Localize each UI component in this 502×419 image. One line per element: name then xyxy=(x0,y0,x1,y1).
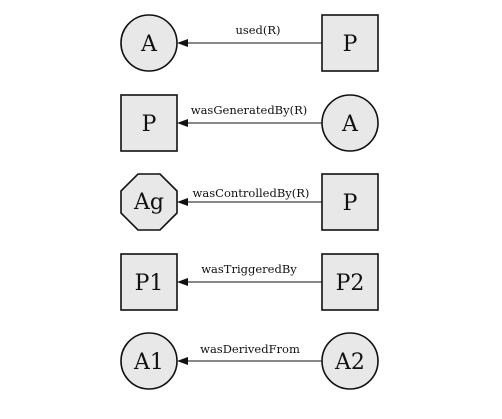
was-derived-from-edge-label: wasDerivedFrom xyxy=(200,342,300,356)
process-node-p-label: P xyxy=(142,112,157,137)
process-node-p-label: P xyxy=(343,191,358,216)
was-controlled-by-edge-arrowhead xyxy=(177,198,188,206)
artifact-node-a[interactable] xyxy=(321,94,379,152)
was-triggered-by-edge-arrowhead xyxy=(177,278,188,286)
was-derived-from-edge-arrowhead xyxy=(177,357,188,365)
process-node-p1[interactable] xyxy=(120,253,178,311)
process-node-p-label: P xyxy=(343,32,358,57)
artifact-node-a1-label: A1 xyxy=(133,350,164,375)
relation-row-was-generated-by: P wasGeneratedBy(R) A xyxy=(120,94,379,152)
process-node-p[interactable] xyxy=(120,94,178,152)
process-node-p1-label: P1 xyxy=(135,271,164,296)
was-controlled-by-edge-label: wasControlledBy(R) xyxy=(193,186,310,200)
process-node-p[interactable] xyxy=(321,173,379,231)
artifact-node-a2-label: A2 xyxy=(334,350,365,375)
agent-node-ag-label: Ag xyxy=(133,190,164,215)
relation-row-was-controlled-by: Ag wasControlledBy(R) P xyxy=(120,173,379,231)
relation-row-used: A used(R) P xyxy=(120,14,379,72)
relation-row-was-triggered-by: P1 wasTriggeredBy P2 xyxy=(120,253,379,311)
artifact-node-a2[interactable] xyxy=(321,332,379,390)
was-generated-by-edge-label: wasGeneratedBy(R) xyxy=(191,103,308,117)
process-node-p2[interactable] xyxy=(321,253,379,311)
was-generated-by-edge-arrowhead xyxy=(177,119,188,127)
relation-row-was-derived-from: A1 wasDerivedFrom A2 xyxy=(120,332,379,390)
artifact-node-a-label: A xyxy=(140,32,158,57)
used-edge-label: used(R) xyxy=(235,23,280,37)
used-edge-arrowhead xyxy=(177,39,188,47)
artifact-node-a-label: A xyxy=(341,112,359,137)
process-node-p2-label: P2 xyxy=(336,271,365,296)
process-node-p[interactable] xyxy=(321,14,379,72)
was-triggered-by-edge-label: wasTriggeredBy xyxy=(201,262,297,276)
agent-node-ag[interactable] xyxy=(120,173,178,231)
